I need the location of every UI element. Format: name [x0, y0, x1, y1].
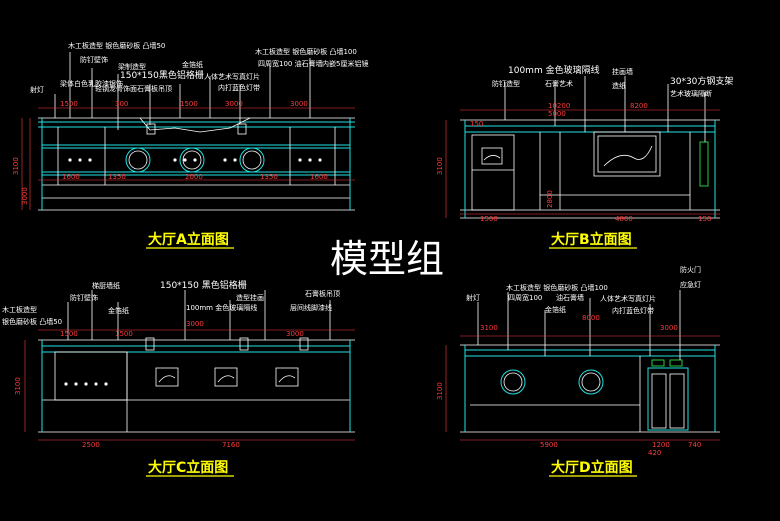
- panel-c-label-1: 银色磨砂板 凸墙50: [2, 317, 62, 326]
- panel-d-label-8: 应急灯: [680, 280, 701, 289]
- panel-a-dim-top-2: 300: [115, 100, 128, 108]
- panel-b-dim-top-0: 150: [470, 120, 483, 128]
- panel-b-dim-top-3: 8200: [630, 102, 648, 110]
- panel-a-dim-bottom-0: 1600: [62, 173, 80, 181]
- elevation-d: 射灯 木工板造型 银色磨砂板 凸墙100 四周宽100 油石膏墙 金箔纸 人体艺…: [436, 265, 720, 477]
- panel-a-dim-top-6: 3000: [290, 100, 308, 108]
- panel-a-label-13: 内打蓝色灯带: [218, 83, 260, 92]
- panel-c-label-6: 150*150 黑色铝格栅: [160, 279, 247, 291]
- panel-a-label-8: 金箔纸: [182, 60, 203, 69]
- panel-a-label-3: 梁体白色乳胶漆银饰: [60, 79, 123, 88]
- panel-a-dim-bottom-1: 1350: [108, 173, 126, 181]
- elevation-c: 木工板造型 银色磨砂板 凸墙50 防钉壁饰 梯厨墙纸 金箔纸 150*150 黑…: [2, 279, 355, 477]
- panel-b-label-0: 100mm 金色玻璃隔线: [508, 64, 600, 76]
- panel-b-dim-bottom-2: 150: [698, 215, 711, 223]
- panel-c-dim-top-4: 3000: [286, 330, 304, 338]
- panel-a-label-9: 人体艺术写真灯片: [204, 72, 260, 81]
- panel-d-label-6: 内打蓝色灯带: [612, 306, 654, 315]
- panel-a-label-12: 内嵌5厘米铝镜: [322, 59, 368, 68]
- panel-d-label-3: 油石膏墙: [556, 293, 584, 302]
- panel-d-label-2: 四周宽100: [508, 293, 542, 302]
- panel-a-label-10: 木工板造型 银色磨砂板 凸墙100: [255, 47, 357, 56]
- panel-d-label-0: 射灯: [466, 293, 480, 302]
- panel-c-dim-top-0: 1500: [60, 330, 78, 338]
- panel-a-dim-top-4: 3000: [225, 100, 243, 108]
- panel-a-label-11: 四周宽100 油石膏墙: [258, 59, 323, 68]
- panel-a-dim-bottom-3: 1350: [260, 173, 278, 181]
- panel-d-label-4: 金箔纸: [545, 305, 566, 314]
- panel-c-dim-bottom-1: 7160: [222, 441, 240, 449]
- panel-a-label-2: 防钉壁饰: [80, 55, 108, 64]
- panel-c-label-3: 防钉壁饰: [70, 293, 98, 302]
- panel-d-label-1: 木工板造型 银色磨砂板 凸墙100: [506, 283, 608, 292]
- panel-b-label-2: 石膏艺术: [545, 79, 573, 88]
- panel-d-label-7: 防火门: [680, 265, 701, 274]
- panel-b-dim-side-0: 3100: [436, 157, 444, 175]
- panel-b-label-1: 防钉造型: [492, 79, 520, 88]
- panel-c-label-4: 梯厨墙纸: [92, 281, 120, 290]
- panel-c-label-5: 金箔纸: [108, 306, 129, 315]
- panel-d-dim-top-0: 3100: [480, 324, 498, 332]
- panel-c-label-9: 石膏板吊顶: [305, 289, 340, 298]
- panel-b-dim-bottom-0: 1500: [480, 215, 498, 223]
- panel-c-dim-side-0: 3100: [14, 377, 22, 395]
- panel-b-label-6: 艺术玻璃隔断: [670, 89, 712, 98]
- panel-c-title: 大厅C立面图: [148, 459, 228, 476]
- panel-d-label-5: 人体艺术写真灯片: [600, 294, 656, 303]
- panel-d-dim-bottom-3: 420: [648, 449, 661, 457]
- panel-c-label-10: 层间线脚漆线: [290, 303, 332, 312]
- panel-a-dim-top-3: 1500: [180, 100, 198, 108]
- panel-d-dim-bottom-0: 5900: [540, 441, 558, 449]
- panel-b-title: 大厅B立面图: [551, 231, 632, 248]
- panel-c-label-7: 100mm 金色玻璃隔线: [186, 303, 257, 312]
- panel-b-dim-top-1: 10200: [548, 102, 570, 110]
- panel-a-dim-top-1: 1500: [60, 100, 78, 108]
- elevation-a: 木工板造型 银色磨砂板 凸墙50 射灯 防钉壁饰 梁体白色乳胶漆银饰 梁制造型 …: [12, 41, 368, 249]
- panel-a-title: 大厅A立面图: [148, 231, 229, 248]
- watermark-text: 模型组: [330, 237, 444, 281]
- panel-d-dim-top-1: 8000: [582, 314, 600, 322]
- panel-a-label-7: 轻钢龙骨饰面石膏板吊顶: [95, 84, 172, 93]
- panel-d-dim-top-2: 3000: [660, 324, 678, 332]
- panel-a-dim-bottom-4: 1600: [310, 173, 328, 181]
- panel-a-dim-side-1: 3000: [21, 187, 29, 205]
- panel-c-dim-bottom-0: 2500: [82, 441, 100, 449]
- panel-a-label-4: 梁制造型: [118, 62, 146, 71]
- panel-c-label-0: 木工板造型: [2, 305, 37, 314]
- panel-a-label-0: 木工板造型 银色磨砂板 凸墙50: [68, 41, 165, 50]
- panel-b-label-5: 造纸: [612, 81, 626, 90]
- panel-a-dim-side-0: 3100: [12, 157, 20, 175]
- panel-a-label-1: 射灯: [30, 85, 44, 94]
- panel-b-dim-side-1: 2800: [546, 190, 554, 208]
- panel-c-dim-top-1: 1500: [115, 330, 133, 338]
- panel-c-dim-top-3: 3000: [186, 320, 204, 328]
- panel-b-label-3: 挂画墙: [612, 67, 633, 76]
- panel-d-title: 大厅D立面图: [551, 459, 633, 476]
- panel-b-dim-bottom-1: 4800: [615, 215, 633, 223]
- panel-a-label-6: 150*150黑色铝格栅: [120, 69, 204, 81]
- panel-d-dim-bottom-2: 740: [688, 441, 701, 449]
- panel-d-dim-side-0: 3100: [436, 382, 444, 400]
- panel-a-dim-bottom-2: 2000: [185, 173, 203, 181]
- panel-b-dim-top-2: 5000: [548, 110, 566, 118]
- panel-b-label-4: 30*30方钢支架: [670, 75, 733, 87]
- elevation-b: 100mm 金色玻璃隔线 防钉造型 石膏艺术 挂画墙 30*30方钢支架 造纸 …: [436, 64, 733, 249]
- panel-d-dim-bottom-1: 1200: [652, 441, 670, 449]
- panel-c-label-8: 造型挂画: [236, 293, 264, 302]
